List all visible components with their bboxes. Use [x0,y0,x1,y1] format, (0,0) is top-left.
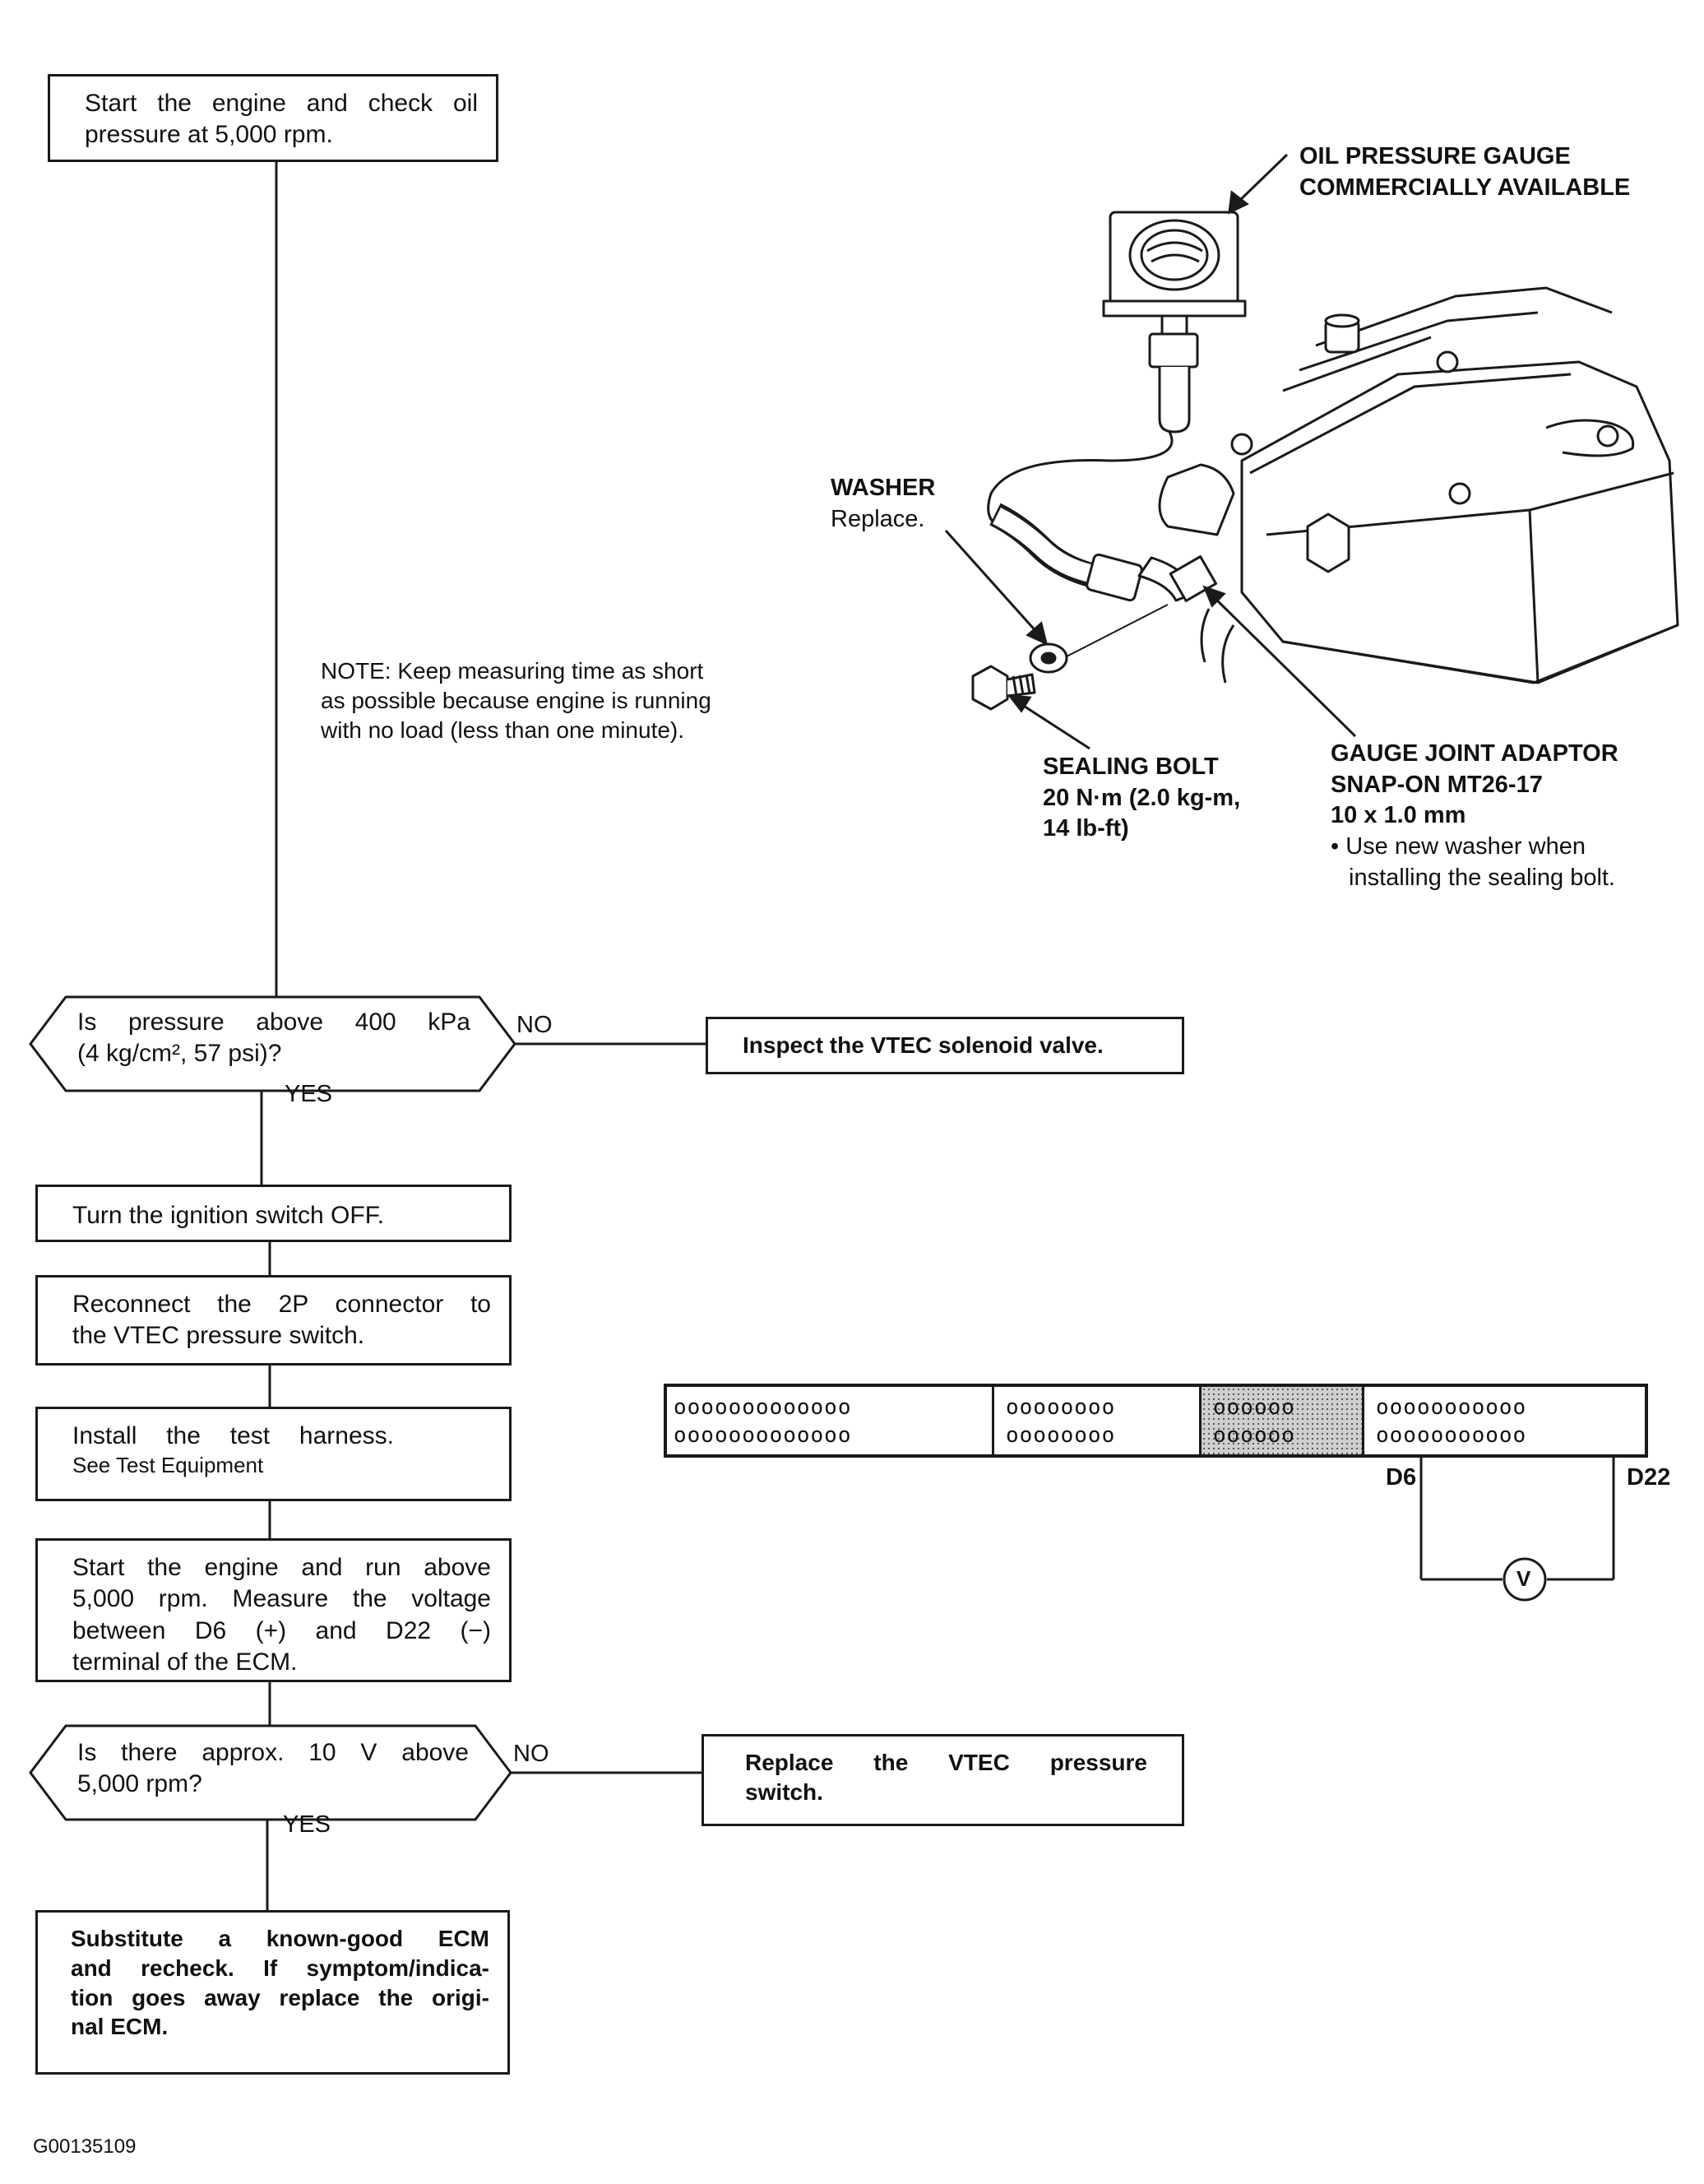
substitute-line-3: tion goes away replace the origi- [71,1984,489,2010]
decision1-shape [29,995,516,1092]
decision2-no-label: NO [513,1741,549,1767]
gauge-label-2: COMMERCIALLY AVAILABLE [1299,174,1631,201]
pin-row-b1: oooooooo [1006,1395,1116,1420]
measure-line-1: Start the engine and run above [72,1554,491,1581]
decision2-shape [29,1724,512,1821]
decision2-line-2: 5,000 rpm? [77,1770,202,1798]
decision2-line-1: Is there approx. 10 V above [77,1739,469,1766]
decision2-question: Is there approx. 10 V above 5,000 rpm? [77,1737,469,1801]
decision1-no-label: NO [516,1012,553,1038]
substitute-line-2: and recheck. If symptom/indica- [71,1954,489,1981]
ignition-line: Turn the ignition switch OFF. [72,1202,385,1229]
bolt-label-3: 14 lb-ft) [1043,815,1129,842]
engine-illustration [971,211,1679,711]
washer-callout: WASHER Replace. [831,473,935,535]
test-harness-box: Install the test harness. See Test Equip… [35,1407,512,1501]
measure-line-2: 5,000 rpm. Measure the voltage [72,1585,491,1613]
start-line-2: pressure at 5,000 rpm. [85,121,333,149]
connector-section-b: oooooooo oooooooo [994,1387,1202,1454]
gauge-label-1: OIL PRESSURE GAUGE [1299,143,1571,169]
connector-section-c: oooooo oooooo [1202,1387,1364,1454]
measure-line-4: terminal of the ECM. [72,1648,298,1676]
note-line-2: as possible because engine is running [321,687,711,713]
substitute-line-4: nal ECM. [71,2014,169,2040]
adaptor-label-2: SNAP-ON MT26-17 [1331,771,1543,798]
start-box: Start the engine and check oil pressure … [48,74,498,162]
inspect-line: Inspect the VTEC solenoid valve. [743,1032,1104,1058]
decision2-yes-label: YES [283,1811,331,1838]
connector-section-d: ooooooooooo ooooooooooo [1364,1387,1645,1454]
pin-row-d1: ooooooooooo [1376,1395,1527,1420]
decision1-yes-label: YES [285,1081,333,1107]
replace-switch-box: Replace the VTEC pressure switch. [702,1734,1184,1826]
sealing-bolt-part [971,665,1009,711]
decision1-line-1: Is pressure above 400 kPa [77,1009,470,1036]
ecm-connector: ooooooooooooo ooooooooooooo oooooooo ooo… [664,1384,1648,1458]
start-line-1: Start the engine and check oil [85,90,478,117]
bolt-label-2: 20 N·m (2.0 kg-m, [1043,784,1241,811]
substitute-ecm-box: Substitute a known-good ECM and recheck.… [35,1910,510,2075]
adaptor-label-4: • Use new washer when [1331,833,1586,860]
washer-label-1: WASHER [831,475,936,501]
voltmeter-symbol [1503,1557,1547,1602]
measuring-note: NOTE: Keep measuring time as short as po… [321,656,711,744]
reconnect-line-1: Reconnect the 2P connector to [72,1291,491,1318]
ignition-off-box: Turn the ignition switch OFF. [35,1185,512,1242]
gauge-callout: OIL PRESSURE GAUGE COMMERCIALLY AVAILABL… [1299,141,1630,203]
adaptor-label-3: 10 x 1.0 mm [1331,802,1466,829]
replace-line-2: switch. [745,1778,823,1805]
measure-voltage-box: Start the engine and run above 5,000 rpm… [35,1538,512,1682]
pin-row-a1: ooooooooooooo [674,1395,852,1420]
reconnect-line-2: the VTEC pressure switch. [72,1322,365,1350]
connector-section-a: ooooooooooooo ooooooooooooo [667,1387,994,1454]
adaptor-label-1: GAUGE JOINT ADAPTOR [1331,740,1618,767]
adaptor-label-5: installing the sealing bolt. [1349,864,1616,891]
inspect-solenoid-box: Inspect the VTEC solenoid valve. [706,1017,1184,1074]
decision1-line-2: (4 kg/cm², 57 psi)? [77,1040,282,1068]
harness-line-1: Install the test harness. [72,1422,394,1449]
decision1-question: Is pressure above 400 kPa (4 kg/cm², 57 … [77,1007,470,1070]
adaptor-callout: GAUGE JOINT ADAPTOR SNAP-ON MT26-17 10 x… [1331,739,1618,893]
voltmeter-label: V [1516,1566,1531,1591]
reconnect-box: Reconnect the 2P connector to the VTEC p… [35,1275,512,1366]
pin-row-c1: oooooo [1213,1395,1295,1420]
sealing-bolt-callout: SEALING BOLT 20 N·m (2.0 kg-m, 14 lb-ft) [1043,752,1240,845]
pin-row-d2: ooooooooooo [1376,1423,1527,1448]
terminal-d6-label: D6 [1386,1464,1417,1491]
pin-row-c2: oooooo [1213,1423,1295,1448]
measure-line-3: between D6 (+) and D22 (−) [72,1616,491,1644]
substitute-line-1: Substitute a known-good ECM [71,1926,489,1951]
replace-line-1: Replace the VTEC pressure [745,1750,1147,1775]
pin-row-a2: ooooooooooooo [674,1423,852,1448]
figure-code: G00135109 [33,2135,137,2158]
pin-row-b2: oooooooo [1006,1423,1116,1448]
bolt-label-1: SEALING BOLT [1043,754,1219,780]
washer-label-2: Replace. [831,505,925,532]
harness-line-2: See Test Equipment [72,1453,264,1478]
note-line-3: with no load (less than one minute). [321,716,685,743]
terminal-d22-label: D22 [1627,1464,1671,1491]
note-line-1: NOTE: Keep measuring time as short [321,658,704,684]
